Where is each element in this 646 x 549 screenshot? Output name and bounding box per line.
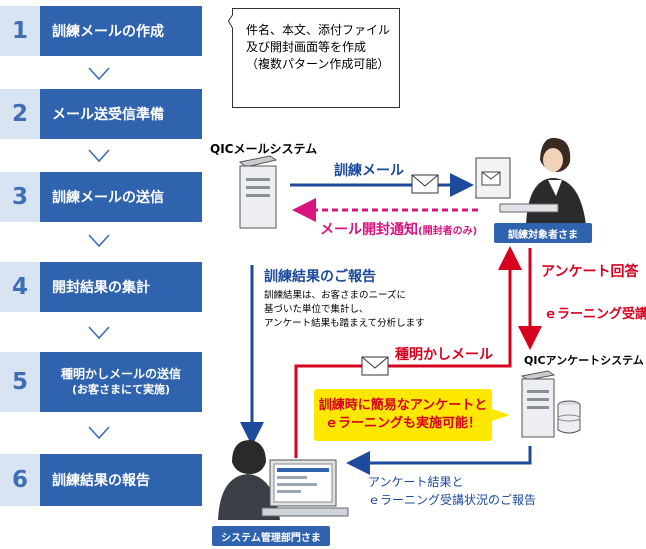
step-label: メール送受信準備 — [40, 89, 202, 139]
report-body-line: 基づいた単位で集計し、 — [264, 304, 369, 315]
step-number: 6 — [0, 454, 40, 506]
chevron-down-icon — [88, 426, 110, 440]
survey-report-line: アンケート結果と — [368, 475, 464, 489]
step-label: 開封結果の集計 — [40, 262, 202, 312]
step-label: 訓練結果の報告 — [40, 454, 202, 506]
open-notice-label: メール開封通知(開封者のみ) — [320, 219, 477, 239]
step-number: 2 — [0, 89, 40, 139]
admin-person-icon — [218, 440, 349, 520]
target-person-icon — [475, 137, 586, 225]
envelope-icon — [361, 356, 389, 376]
chevron-down-icon — [88, 67, 110, 81]
survey-report-line: ｅラーニング受講状況のご報告 — [368, 493, 537, 507]
creation-note: 件名、本文、添付ファイル 及び開封画面等を作成 （複数パターン作成可能） — [228, 8, 400, 108]
step-label: 訓練メールの作成 — [40, 6, 202, 56]
chevron-down-icon — [88, 234, 110, 248]
training-mail-label: 訓練メール — [334, 163, 404, 179]
step-3: 3 訓練メールの送信 — [0, 172, 202, 222]
chevron-down-icon — [88, 149, 110, 163]
step-number: 1 — [0, 6, 40, 56]
admin-badge: システム管理部門さま — [212, 526, 330, 546]
callout-shape — [314, 389, 510, 441]
step-number: 3 — [0, 172, 40, 222]
report-body: 訓練結果は、お客さまのニーズに 基づいた単位で集計し、 アンケート結果も踏まえて… — [264, 289, 425, 331]
callout-line: ｅラーニングも実施可能！ — [324, 416, 481, 431]
step-6: 6 訓練結果の報告 — [0, 454, 202, 506]
step-label-main: 種明かしメールの送信 — [60, 367, 181, 381]
report-body-line: 訓練結果は、お客さまのニーズに — [264, 290, 407, 301]
note-line: 及び開封画面等を作成 — [246, 40, 367, 54]
survey-callout: 訓練時に簡易なアンケートと ｅラーニングも実施可能！ — [314, 389, 510, 441]
step-label-sub: (お客さまにて実施) — [71, 383, 171, 396]
open-notice-text: メール開封通知 — [320, 222, 418, 238]
step-number: 4 — [0, 262, 40, 312]
step-label: 種明かしメールの送信 (お客さまにて実施) — [40, 352, 202, 412]
note-line: （複数パターン作成可能） — [246, 57, 390, 71]
survey-report-arrow — [346, 446, 532, 475]
qic-survey-system-label: QICアンケートシステム — [524, 354, 644, 367]
step-2: 2 メール送受信準備 — [0, 89, 202, 139]
chevron-down-icon — [88, 326, 110, 340]
envelope-icon — [411, 174, 439, 194]
survey-answer-label: アンケート回答 — [541, 264, 639, 280]
report-body-line: アンケート結果も踏まえて分析します — [264, 318, 425, 329]
survey-report-label: アンケート結果と ｅラーニング受講状況のご報告 — [368, 473, 536, 509]
reveal-mail-arrow — [294, 246, 522, 458]
note-bubble-shape — [228, 8, 400, 108]
callout-line: 訓練時に簡易なアンケートと — [318, 398, 488, 413]
elearning-label: ｅラーニング受講 — [544, 307, 646, 322]
note-line: 件名、本文、添付ファイル — [246, 23, 391, 37]
target-badge: 訓練対象者さま — [494, 223, 592, 243]
reveal-mail-label: 種明かしメール — [395, 347, 493, 363]
mail-server-icon — [238, 155, 278, 229]
step-label: 訓練メールの送信 — [40, 172, 202, 222]
step-4: 4 開封結果の集計 — [0, 262, 202, 312]
open-notice-sub: (開封者のみ) — [418, 226, 478, 237]
qic-mail-system-label: QICメールシステム — [210, 142, 318, 156]
step-5: 5 種明かしメールの送信 (お客さまにて実施) — [0, 352, 202, 412]
survey-server-icon — [520, 370, 581, 438]
step-1: 1 訓練メールの作成 — [0, 6, 202, 56]
step-number: 5 — [0, 352, 40, 412]
report-title: 訓練結果のご報告 — [264, 269, 376, 285]
